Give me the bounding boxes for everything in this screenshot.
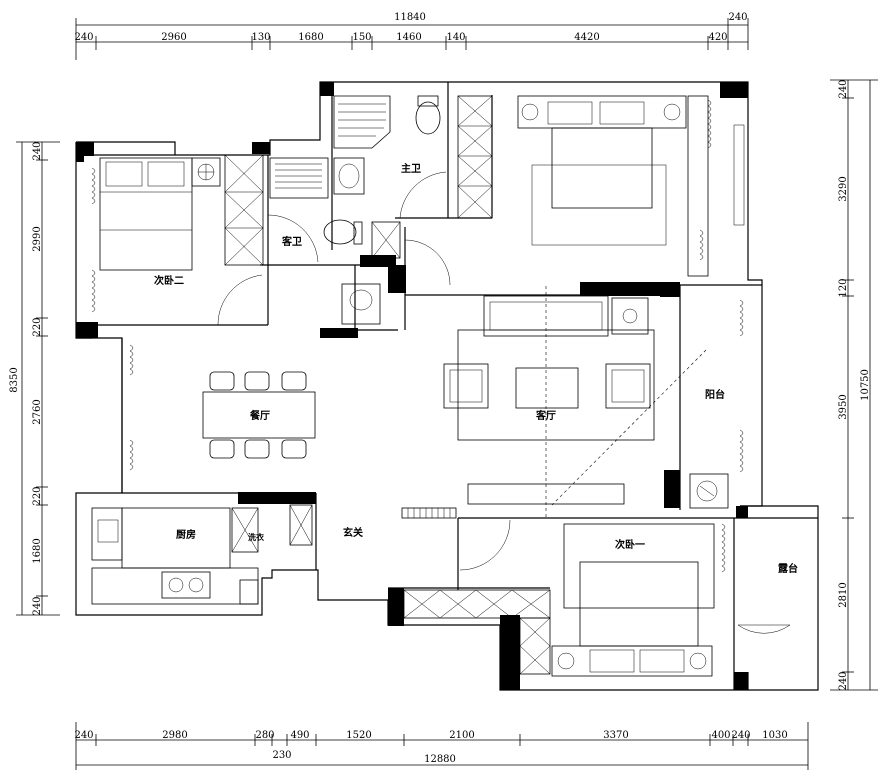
dim-top-seg: 1460 (396, 32, 421, 43)
living-furniture (443, 286, 707, 520)
wall-fills (76, 82, 748, 690)
guest-bath-furniture (267, 157, 381, 325)
dim-right-seg: 3950 (838, 394, 849, 419)
dim-bottom-sub: 230 (272, 750, 291, 761)
dim-top-seg: 140 (446, 32, 465, 43)
dim-bottom-seg: 3370 (603, 730, 628, 741)
dim-bottom-seg: 2100 (449, 730, 474, 741)
dim-right-total: 10750 (860, 369, 871, 401)
dim-bottom-seg: 2980 (162, 730, 187, 741)
dim-top-seg: 150 (352, 32, 371, 43)
dim-bottom-total: 12880 (424, 754, 456, 765)
dim-right-seg: 240 (838, 79, 849, 98)
top-dimension-chain: 11840 240 240 2960 130 1680 150 1460 140… (74, 12, 749, 60)
balcony-furniture (689, 299, 744, 509)
room-labels: 主卫 客卫 次卧二 餐厅 客厅 阳台 厨房 洗衣 玄关 次卧一 露台 (154, 162, 798, 575)
dim-top-extra: 240 (728, 12, 747, 23)
master-bedroom-furniture (517, 95, 745, 277)
dim-left-seg: 220 (32, 486, 43, 505)
dim-bottom-seg: 1030 (762, 730, 787, 741)
dim-left-seg: 2990 (32, 226, 43, 251)
dim-top-seg: 1680 (298, 32, 323, 43)
dim-top-seg: 420 (708, 32, 727, 43)
dim-left-total: 8350 (9, 367, 20, 392)
dim-right-seg: 120 (838, 278, 849, 297)
label-terrace: 露台 (778, 562, 798, 575)
dim-left-seg: 220 (32, 317, 43, 336)
dim-left-seg: 1680 (32, 538, 43, 563)
kitchen-furniture (91, 504, 313, 605)
bottom-dimension-chain: 240 2980 280 490 1520 2100 3370 400 240 … (74, 722, 809, 770)
dim-top-seg: 240 (74, 32, 93, 43)
dim-left-seg: 2760 (32, 399, 43, 424)
right-dimension-chain: 240 3290 120 3950 2810 240 10750 (830, 79, 878, 691)
label-laundry: 洗衣 (248, 532, 264, 542)
dim-right-seg: 240 (838, 671, 849, 690)
dim-right-seg: 3290 (838, 176, 849, 201)
label-living: 客厅 (535, 409, 556, 422)
label-dining: 餐厅 (249, 409, 270, 422)
label-second-bedroom-b: 次卧二 (154, 274, 184, 287)
label-second-bedroom-a: 次卧一 (615, 538, 645, 551)
dim-left-seg: 240 (32, 596, 43, 615)
dim-right-seg: 2810 (838, 582, 849, 607)
dim-top-seg: 2960 (161, 32, 186, 43)
dim-top-total: 11840 (394, 12, 426, 23)
dim-bottom-seg: 1520 (346, 730, 371, 741)
dim-bottom-seg: 240 (74, 730, 93, 741)
walls (75, 81, 819, 691)
dim-bottom-seg: 280 (255, 730, 274, 741)
bedroom-b-furniture (91, 154, 264, 326)
label-balcony: 阳台 (705, 388, 725, 401)
entry-furniture (401, 507, 551, 675)
dim-top-seg: 4420 (574, 32, 599, 43)
label-entry: 玄关 (343, 526, 363, 539)
bedroom-a-furniture (551, 523, 791, 677)
dim-left-seg: 240 (32, 141, 43, 160)
left-dimension-chain: 240 2990 220 2760 220 1680 240 8350 (9, 141, 60, 616)
master-bath-furniture (333, 95, 493, 286)
label-guest-bath: 客卫 (281, 235, 302, 248)
dim-bottom-seg: 240 (731, 730, 750, 741)
dining-furniture (129, 344, 316, 471)
dim-top-seg: 130 (251, 32, 270, 43)
dim-bottom-seg: 400 (711, 730, 730, 741)
label-kitchen: 厨房 (176, 528, 196, 541)
dim-bottom-seg: 490 (290, 730, 309, 741)
label-master-bath: 主卫 (401, 162, 421, 175)
